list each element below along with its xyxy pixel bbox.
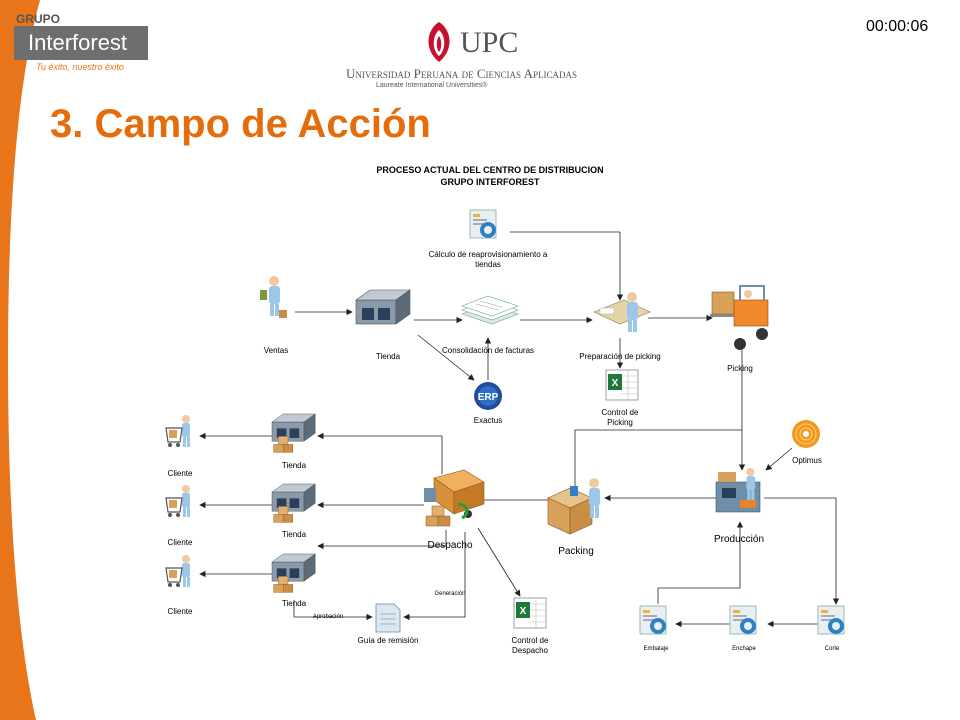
label-preparacion: Preparación de picking bbox=[579, 352, 661, 361]
label-optimus: Optimus bbox=[792, 456, 822, 465]
label-embalaje: Embalaje bbox=[643, 646, 669, 652]
label-consolidacion: Consolidación de facturas bbox=[441, 346, 535, 355]
picking-forklift-icon bbox=[710, 285, 769, 350]
enchape-gear-icon bbox=[729, 605, 757, 635]
label-despacho: Despacho bbox=[427, 540, 473, 551]
svg-text:ERP: ERP bbox=[478, 392, 499, 403]
edge-label-aprobacion: Aprobación bbox=[312, 614, 344, 620]
optimus-disc-icon bbox=[792, 420, 820, 448]
timer-display: 00:00:06 bbox=[866, 18, 929, 35]
label-tienda-1: Tienda bbox=[281, 461, 307, 470]
label-picking: Picking bbox=[727, 364, 753, 373]
label-exactus: Exactus bbox=[473, 416, 503, 425]
diagram-title-line2: GRUPO INTERFOREST bbox=[440, 177, 540, 187]
embalaje-gear-icon bbox=[639, 605, 667, 635]
cliente-3-cart-icon bbox=[165, 554, 191, 588]
produccion-machine-icon bbox=[715, 468, 761, 513]
label-corte: Corte bbox=[824, 646, 840, 652]
tienda-2-store-icon bbox=[271, 483, 316, 523]
label-packing: Packing bbox=[558, 546, 594, 557]
cliente-1-cart-icon bbox=[165, 414, 191, 448]
logo-brand-name: Interforest bbox=[28, 30, 128, 55]
corte-gear-icon bbox=[817, 605, 845, 635]
label-cliente-1: Cliente bbox=[167, 469, 193, 478]
calculo-gear-icon bbox=[469, 209, 497, 239]
label-tienda-2: Tienda bbox=[281, 530, 307, 539]
tienda-main-store-icon bbox=[355, 289, 411, 325]
logo-brand-box bbox=[14, 26, 148, 60]
cliente-2-cart-icon bbox=[165, 484, 191, 518]
label-cliente-3: Cliente bbox=[167, 607, 193, 616]
label-enchape: Enchape bbox=[732, 646, 756, 652]
packing-box-icon bbox=[547, 478, 600, 535]
interforest-logo: GRUPO Interforest Tu éxito, nuestro éxit… bbox=[14, 10, 154, 78]
preparacion-desk-icon bbox=[593, 292, 651, 332]
label-control-despacho: Control de Despacho bbox=[511, 636, 549, 655]
label-produccion: Producción bbox=[713, 534, 765, 545]
tienda-1-store-icon bbox=[271, 413, 316, 453]
upc-university-subtitle: Laureate International Universities® bbox=[376, 82, 488, 89]
left-orange-arc bbox=[0, 0, 40, 720]
control-picking-excel-icon bbox=[605, 369, 639, 401]
label-tienda-3: Tienda bbox=[281, 599, 307, 608]
label-tienda-main: Tienda bbox=[375, 352, 401, 361]
upc-emblem-icon bbox=[428, 22, 450, 62]
upc-logo: UPC Universidad Peruana de Ciencias Apli… bbox=[330, 14, 600, 94]
upc-university-name: Universidad Peruana de Ciencias Aplicada… bbox=[346, 66, 577, 81]
upc-logo-text: UPC bbox=[460, 26, 519, 59]
tienda-3-store-icon bbox=[271, 553, 316, 593]
label-control-picking: Control de Picking bbox=[601, 408, 639, 427]
slide-title: 3. Campo de Acción bbox=[50, 102, 431, 146]
label-calculo: Cálculo de reaprovisionamiento a tiendas bbox=[428, 250, 548, 269]
label-cliente-2: Cliente bbox=[167, 538, 193, 547]
guia-document-icon bbox=[375, 603, 401, 633]
exactus-erp-icon: ERP bbox=[474, 382, 502, 410]
edge-label-generacion: Generación bbox=[434, 591, 466, 597]
label-guia: Guía de remisión bbox=[357, 636, 419, 645]
ventas-person-icon bbox=[260, 276, 287, 318]
logo-tagline: Tu éxito, nuestro éxito bbox=[36, 62, 124, 72]
logo-group-label: GRUPO bbox=[16, 12, 61, 26]
label-ventas: Ventas bbox=[263, 346, 289, 355]
consolidacion-documents-icon bbox=[461, 295, 519, 325]
diagram-title-line1: PROCESO ACTUAL DEL CENTRO DE DISTRIBUCIO… bbox=[376, 165, 604, 175]
despacho-truck-icon bbox=[424, 469, 485, 527]
control-despacho-excel-icon bbox=[513, 597, 547, 629]
